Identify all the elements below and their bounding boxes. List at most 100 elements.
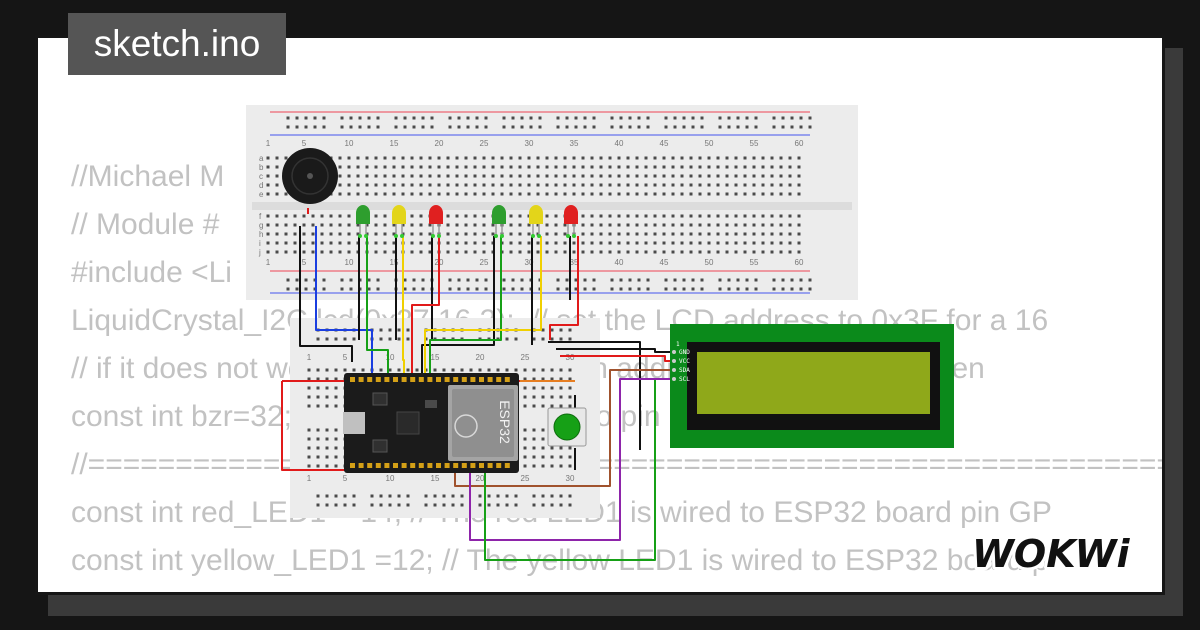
breadboard-hole — [617, 241, 621, 245]
breadboard-hole — [392, 183, 396, 187]
boot-button[interactable] — [372, 392, 388, 406]
breadboard-hole — [365, 165, 369, 169]
rail-hole — [610, 125, 614, 129]
rail-hole — [673, 125, 677, 129]
rail-hole — [502, 287, 506, 291]
breadboard-hole — [329, 223, 333, 227]
rail-hole — [505, 503, 509, 507]
led-red-2[interactable] — [564, 205, 578, 238]
push-button-cap[interactable] — [553, 413, 581, 441]
rail-hole — [352, 503, 356, 507]
rail-hole — [496, 494, 500, 498]
breadboard-hole — [446, 156, 450, 160]
column-number: 30 — [566, 474, 575, 483]
rail-hole — [334, 494, 338, 498]
lcd-pin-vcc: VCC — [672, 358, 690, 365]
lcd-16x2[interactable]: 1 GND VCC SDA SCL — [670, 324, 954, 448]
rail-hole — [727, 125, 731, 129]
breadboard-hole — [455, 192, 459, 196]
file-name-tab[interactable]: sketch.ino — [68, 13, 286, 75]
breadboard-hole — [401, 232, 405, 236]
breadboard-hole — [428, 183, 432, 187]
breadboard-hole — [307, 377, 311, 381]
led-green-1[interactable] — [356, 205, 370, 238]
led-yellow-1[interactable] — [392, 205, 406, 238]
rail-hole — [370, 503, 374, 507]
breadboard-hole — [392, 165, 396, 169]
breadboard-hole — [419, 214, 423, 218]
breadboard-hole — [568, 464, 572, 468]
breadboard-hole — [284, 241, 288, 245]
rail-hole — [574, 278, 578, 282]
buzzer[interactable] — [282, 148, 338, 204]
rail-hole — [538, 116, 542, 120]
breadboard-hole — [491, 183, 495, 187]
breadboard-hole — [734, 223, 738, 227]
breadboard-hole — [770, 232, 774, 236]
column-number: 45 — [660, 258, 669, 267]
rail-hole — [484, 287, 488, 291]
esp32-board[interactable]: ESP32 — [343, 373, 519, 473]
breadboard-hole — [761, 192, 765, 196]
column-number: 5 — [343, 353, 348, 362]
rail-hole — [772, 287, 776, 291]
push-button[interactable] — [547, 407, 587, 447]
rail-hole — [388, 337, 392, 341]
breadboard-hole — [536, 223, 540, 227]
rail-hole — [700, 116, 704, 120]
breadboard-hole — [761, 232, 765, 236]
led-pin-dot — [566, 234, 570, 238]
breadboard-hole — [761, 250, 765, 254]
led-yellow-2[interactable] — [529, 205, 543, 238]
rail-hole — [343, 503, 347, 507]
rail-hole — [343, 494, 347, 498]
breadboard-hole — [325, 428, 329, 432]
led-green-2[interactable] — [492, 205, 506, 238]
rail-hole — [322, 116, 326, 120]
led-red-1[interactable] — [429, 205, 443, 238]
breadboard-hole — [428, 192, 432, 196]
rail-hole — [541, 503, 545, 507]
breadboard-hole — [572, 174, 576, 178]
breadboard-hole — [325, 446, 329, 450]
breadboard-hole — [410, 223, 414, 227]
breadboard-hole — [581, 232, 585, 236]
breadboard-hole — [523, 437, 527, 441]
reset-button[interactable] — [372, 439, 388, 453]
breadboard-hole — [554, 250, 558, 254]
header-pin — [504, 463, 510, 468]
rail-hole — [550, 503, 554, 507]
column-number: 15 — [431, 474, 440, 483]
wire-red — [411, 236, 440, 376]
column-number: 60 — [795, 139, 804, 148]
breadboard-hole — [500, 174, 504, 178]
breadboard-hole — [550, 446, 554, 450]
rail-hole — [322, 287, 326, 291]
breadboard-hole — [644, 223, 648, 227]
breadboard-hole — [734, 232, 738, 236]
breadboard-hole — [532, 437, 536, 441]
header-pin — [436, 377, 441, 382]
header-pin — [350, 463, 355, 468]
rail-hole — [325, 503, 329, 507]
breadboard-hole — [725, 214, 729, 218]
breadboard-hole — [347, 192, 351, 196]
rail-hole — [322, 125, 326, 129]
breadboard-hole — [401, 156, 405, 160]
breadboard-hole — [455, 232, 459, 236]
breadboard-hole — [284, 214, 288, 218]
rail-hole — [664, 287, 668, 291]
breadboard-hole — [671, 192, 675, 196]
rail-hole — [451, 503, 455, 507]
code-line-2: // Module # — [71, 208, 220, 241]
breadboard-hole — [707, 214, 711, 218]
breadboard-hole — [770, 156, 774, 160]
rail-hole — [745, 116, 749, 120]
breadboard-hole — [707, 241, 711, 245]
breadboard-hole — [532, 428, 536, 432]
breadboard-hole — [464, 214, 468, 218]
breadboard-hole — [325, 464, 329, 468]
breadboard-hole — [523, 428, 527, 432]
header-pin — [350, 377, 355, 382]
breadboard-hole — [482, 250, 486, 254]
